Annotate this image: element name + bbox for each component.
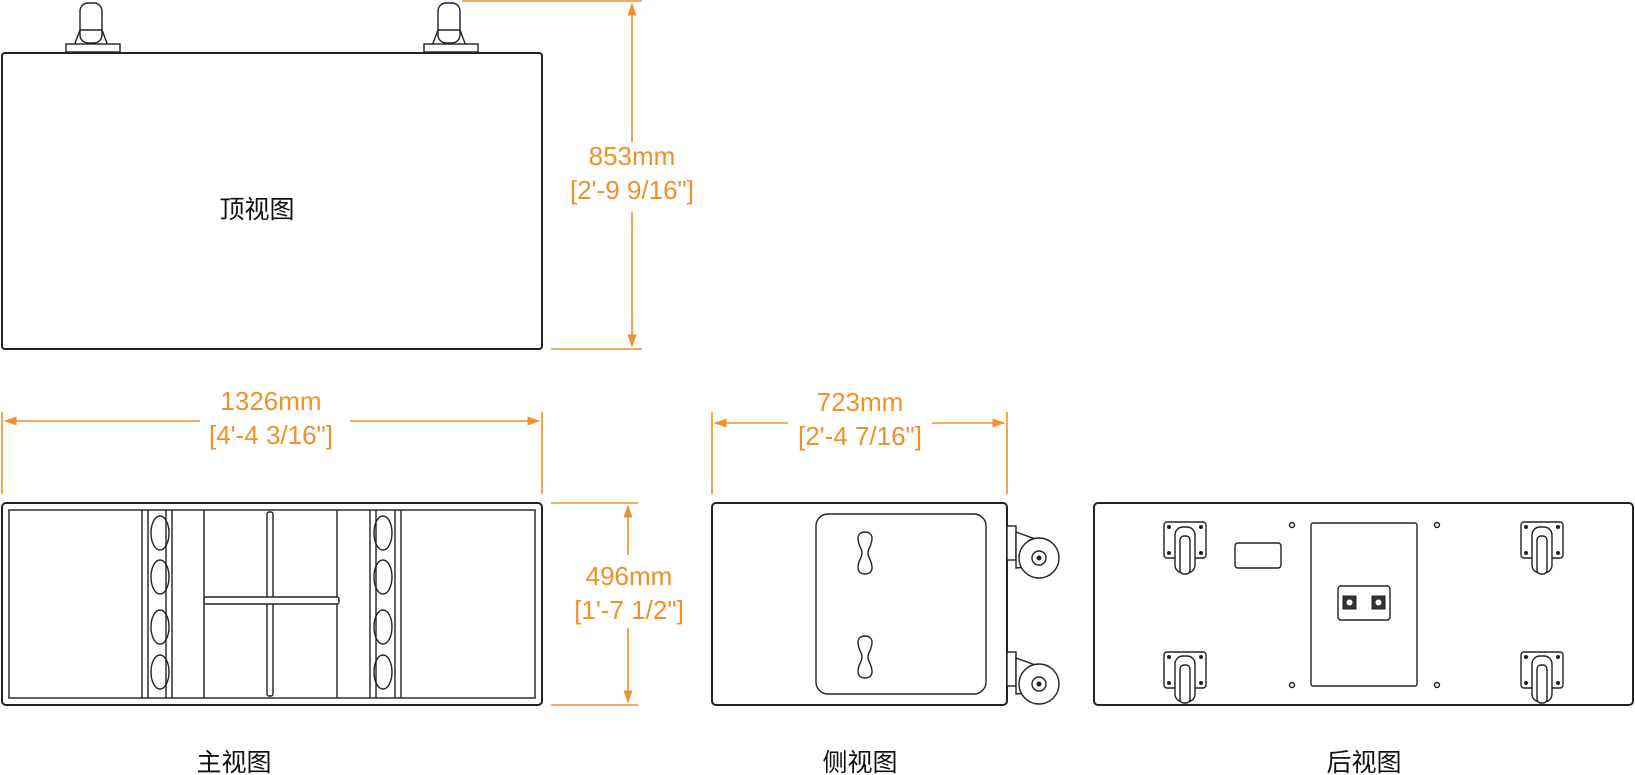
side-view-width-dimension: 723mm [2'-4 7/16"] xyxy=(711,387,1008,494)
side-view-body xyxy=(711,502,1008,706)
top-view-caster-right xyxy=(423,2,479,53)
side-view-label: 侧视图 xyxy=(822,748,897,775)
side-view: 723mm [2'-4 7/16"] 侧视图 xyxy=(711,387,1060,775)
top-view-caster-left xyxy=(65,2,121,53)
rear-view-caster-top-left xyxy=(1163,521,1207,575)
rear-view-screw xyxy=(1288,521,1296,529)
front-view-label: 主视图 xyxy=(196,748,271,775)
rear-view-screw xyxy=(1288,681,1296,689)
front-view-height-dimension: 496mm [1'-7 1/2"] xyxy=(551,502,684,706)
top-view-body xyxy=(1,52,543,350)
top-view-height-mm: 853mm xyxy=(589,141,676,171)
side-view-caster-top xyxy=(1006,525,1060,579)
rear-view-caster-bottom-left xyxy=(1163,651,1207,704)
side-view-handle-plate xyxy=(815,513,987,695)
side-view-width-mm: 723mm xyxy=(817,387,904,417)
side-view-width-imperial: [2'-4 7/16"] xyxy=(798,421,922,451)
side-view-caster-bottom xyxy=(1006,651,1060,705)
rear-view-nameplate xyxy=(1234,542,1282,569)
front-view: 1326mm [4'-4 3/16"] xyxy=(1,386,684,775)
front-view-width-dimension: 1326mm [4'-4 3/16"] xyxy=(1,386,543,494)
rear-view-screw xyxy=(1433,521,1441,529)
front-view-width-mm: 1326mm xyxy=(220,386,321,416)
rear-view-label: 后视图 xyxy=(1326,748,1401,775)
rear-view-connector-plate xyxy=(1337,585,1391,621)
front-view-port-column-right xyxy=(369,510,402,698)
top-view-height-dimension: 853mm [2'-9 9/16"] xyxy=(462,0,694,350)
rear-view-caster-bottom-right xyxy=(1520,651,1564,704)
front-view-center-brace xyxy=(203,510,340,698)
front-view-port-column-left xyxy=(141,510,173,698)
top-view: 顶视图 853mm [2'-9 9/16"] xyxy=(1,0,694,350)
front-view-width-imperial: [4'-4 3/16"] xyxy=(209,420,333,450)
rear-view-caster-top-right xyxy=(1520,521,1564,575)
side-view-handle-bottom xyxy=(857,635,873,679)
top-view-label: 顶视图 xyxy=(219,195,294,224)
rear-view: 后视图 xyxy=(1093,502,1634,775)
rear-view-screw xyxy=(1433,681,1441,689)
side-view-handle-top xyxy=(857,531,873,575)
front-view-height-mm: 496mm xyxy=(586,561,673,591)
front-view-height-imperial: [1'-7 1/2"] xyxy=(574,595,684,625)
top-view-height-imperial: [2'-9 9/16"] xyxy=(570,175,694,205)
